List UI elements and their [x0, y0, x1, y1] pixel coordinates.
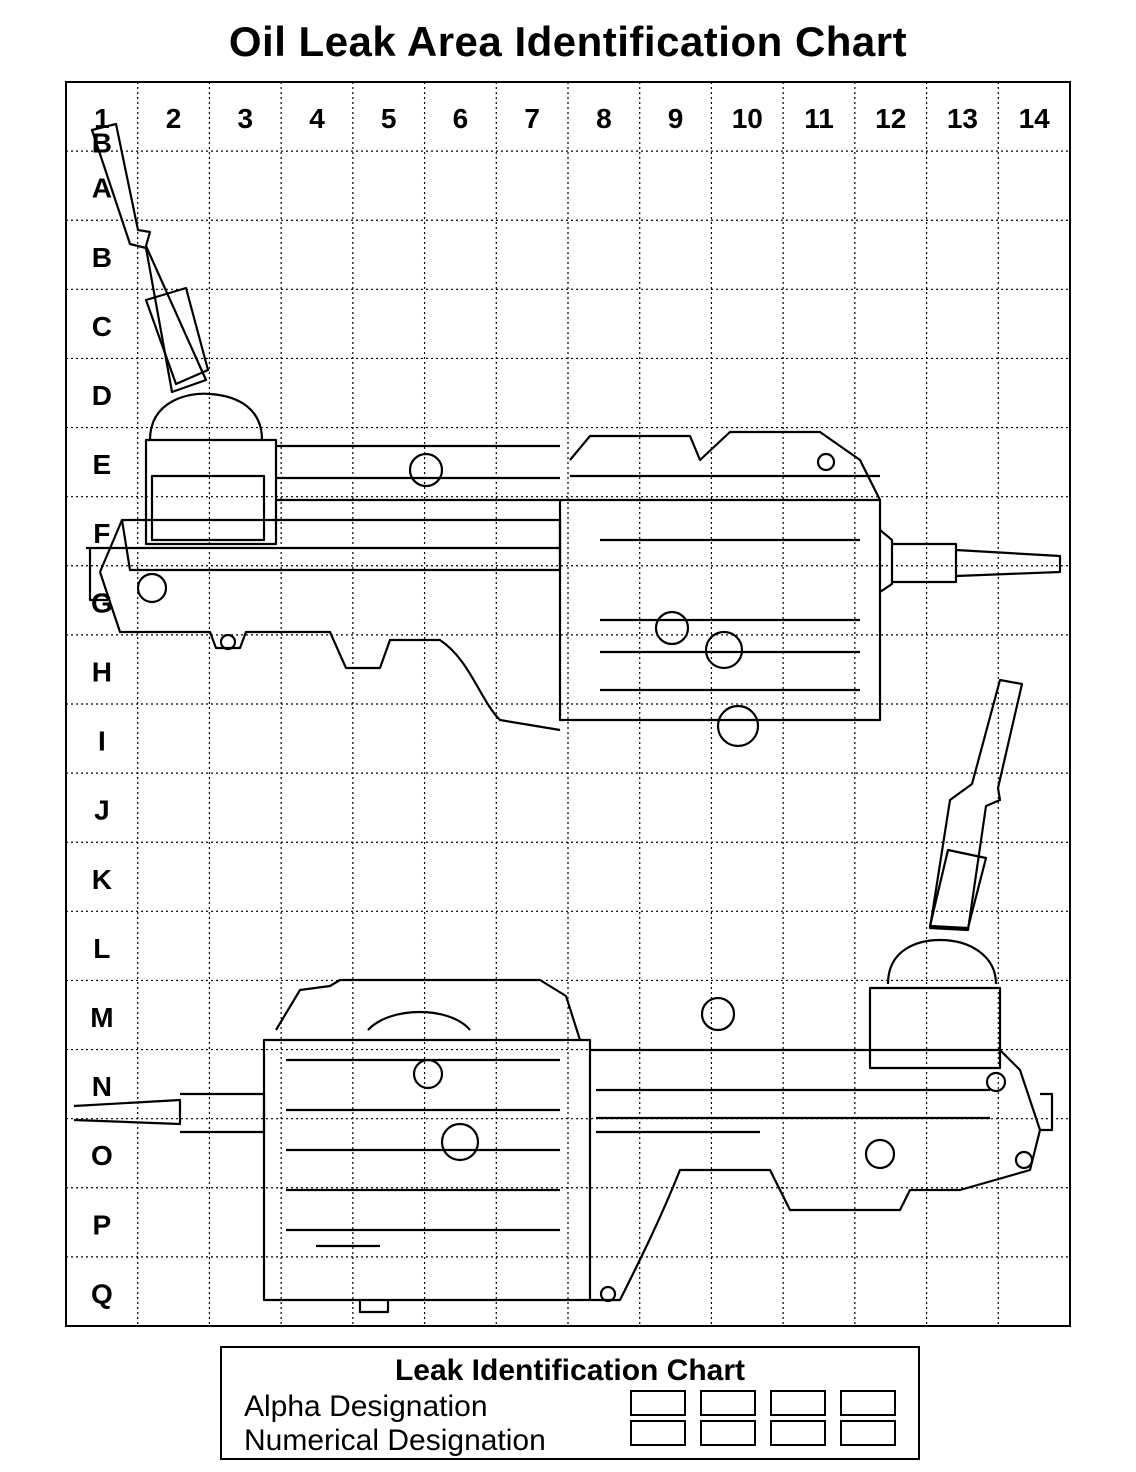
column-label: 3	[237, 103, 253, 134]
leak-identification-legend: Leak Identification Chart Alpha Designat…	[220, 1346, 920, 1460]
alpha-designation-box[interactable]	[840, 1390, 896, 1416]
row-label: O	[91, 1140, 113, 1171]
row-label: B	[92, 128, 112, 159]
upper-transmission-illustration	[86, 122, 1062, 748]
lower-front-case	[262, 1038, 592, 1302]
numerical-designation-box[interactable]	[840, 1420, 896, 1446]
lower-shift-boot	[886, 938, 998, 985]
row-label: L	[93, 933, 110, 964]
column-label: 10	[732, 103, 763, 134]
upper-shifter-housing	[144, 438, 278, 546]
lower-shift-lever	[928, 678, 1024, 932]
alpha-designation-box[interactable]	[630, 1390, 686, 1416]
row-label: C	[92, 311, 112, 342]
alpha-designation-box[interactable]	[770, 1390, 826, 1416]
grid-lines	[66, 82, 1070, 1326]
alpha-designation-box[interactable]	[700, 1390, 756, 1416]
row-label: B	[92, 242, 112, 273]
upper-shift-lever	[90, 122, 208, 394]
lower-shifter-housing	[868, 986, 1002, 1070]
column-label: 11	[804, 103, 834, 134]
row-label: E	[93, 449, 112, 480]
row-label: F	[93, 518, 110, 549]
chart-title: Oil Leak Area Identification Chart	[228, 18, 908, 65]
column-label: 6	[453, 103, 469, 134]
row-label: I	[98, 726, 106, 757]
column-label: 5	[381, 103, 397, 134]
upper-rear-case	[558, 498, 882, 722]
numerical-designation-box[interactable]	[770, 1420, 826, 1446]
row-label: D	[92, 380, 112, 411]
row-label: A	[92, 173, 112, 204]
row-label: Q	[91, 1278, 113, 1309]
column-label: 8	[596, 103, 612, 134]
column-label: 2	[166, 103, 182, 134]
legend-title: Leak Identification Chart	[394, 1354, 746, 1387]
lower-input-shaft	[73, 1092, 266, 1134]
row-label: N	[92, 1071, 112, 1102]
upper-output-shaft	[879, 529, 1062, 593]
row-label: H	[92, 656, 112, 687]
row-label: J	[94, 795, 110, 826]
column-label: 7	[524, 103, 540, 134]
numerical-designation-box[interactable]	[700, 1420, 756, 1446]
numerical-designation-label: Numerical Designation	[244, 1424, 546, 1457]
lower-main-case	[590, 1048, 1042, 1302]
row-label: P	[93, 1209, 112, 1240]
column-label: 13	[947, 103, 978, 134]
column-label: 14	[1019, 103, 1051, 134]
column-label: 9	[668, 103, 684, 134]
numerical-designation-box[interactable]	[630, 1420, 686, 1446]
row-label: K	[92, 864, 112, 895]
grid-frame	[65, 81, 1071, 1327]
column-label: 12	[875, 103, 906, 134]
row-label: M	[90, 1002, 113, 1033]
upper-shift-boot	[148, 392, 264, 441]
lower-transmission-illustration	[73, 678, 1054, 1314]
alpha-designation-label: Alpha Designation	[244, 1390, 488, 1423]
column-label: 4	[309, 103, 325, 134]
